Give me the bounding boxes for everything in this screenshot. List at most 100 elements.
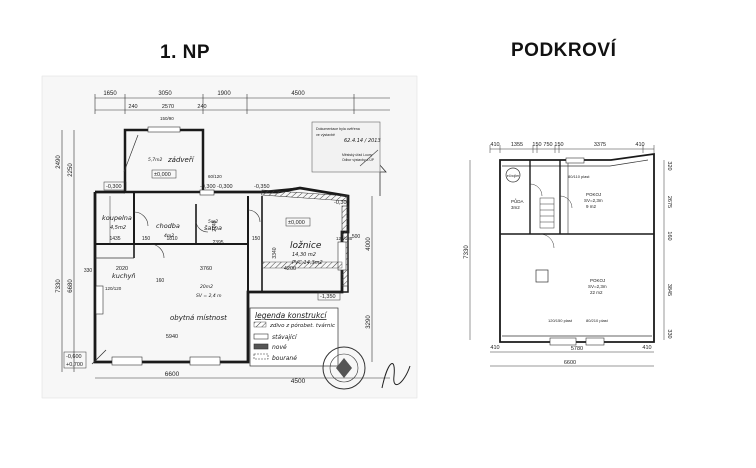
room-area: 14,30 m2 [292,252,316,258]
room-height: SV=2,3m [584,198,603,203]
level-mark: -0,350 [254,184,270,190]
dim-label: 4500 [291,378,306,385]
dim-label: 150 [532,142,541,148]
dim-label: 160 [666,231,672,240]
dim-label: 3375 [594,142,606,148]
dim-label: 3290 [366,315,372,329]
dim-label: 5780 [571,346,583,352]
dim-label: 410 [490,142,499,148]
dim-label: 150 [142,236,151,242]
room-name: kuchyň [112,272,136,280]
level-mark: -1,350 [320,294,336,300]
dim-label: 1810 [166,236,177,242]
dim-label: 150 [252,236,261,242]
window-label: 80/210 plast [586,318,609,323]
level-mark: -0,300 [334,200,350,206]
dim-label: 4200 [284,266,296,272]
dim-label: 2145 [212,220,218,231]
first-floor-plan: 1650 3050 1900 4500 240 2570 240 2490 22… [41,75,418,399]
room-name: obytná místnost [170,314,227,322]
floor-note: PVC 14,3m2 [292,260,323,266]
dim-label: 2675 [666,196,672,208]
construction-legend: legenda konstrukcí zdivo z pórobet. tvár… [249,307,339,367]
dim-label: 1900 [217,91,231,97]
window-label: 120/120 [105,286,122,291]
dim-label: 410 [635,142,644,148]
dim-label: 1355 [511,142,523,148]
dim-label: 2020 [116,266,128,272]
room-height: SV = 2,4 m [196,293,222,299]
dim-label: 160 [156,278,165,284]
room-name: šatna [204,224,222,232]
window-label: 120/180 [336,236,353,241]
room-height: SV=2,3m [588,284,607,289]
room-area: 4m2 [164,233,174,239]
dim-label: 1435 [109,236,120,242]
room-area: 22 m2 [590,290,603,295]
dim-label: 2395 [212,240,223,246]
level-mark: -0,300 [106,184,122,190]
legend-item: stávající [272,334,298,341]
dim-label: 320 [666,161,672,170]
level-mark: +0,700 [66,362,83,368]
level-mark: -0,600 [66,354,82,360]
room-name: zádveří [167,156,195,164]
dim-label: 330 [84,268,93,274]
level-mark: -0,300 [217,184,233,190]
level-mark: ±0,000 [288,220,305,226]
dim-label: 6680 [68,279,74,293]
dim-label: 240 [128,104,137,110]
legend-item: nové [272,344,287,351]
first-floor-title: 1. NP [160,42,211,63]
signature [381,363,411,389]
dim-label: 750 [543,142,552,148]
dim-label: 4500 [291,91,305,97]
dim-label: 3845 [666,284,672,296]
room-name: ložnice [290,241,322,251]
window-label: 60/120 [208,174,222,179]
room-area: 4,5m2 [110,225,126,231]
attic-plan: 410 1355 150 750 150 3375 410 7330 320 2… [464,142,672,367]
dim-label: 1650 [103,91,117,97]
stamp-line: ve výstavbě [316,133,335,137]
stamp-line: Dokumentace byla ověřena [316,127,360,131]
room-area: 5m2 [208,219,218,225]
room-name: POKOJ [586,192,601,197]
room-name: koupelna [102,214,132,222]
dim-label: 410 [490,345,499,351]
dim-label: 3050 [158,91,172,97]
boiler-label: el.bojler [507,174,520,178]
dim-label: 500 [352,234,361,240]
window-label: 80/110 plast [568,174,590,179]
window-label: 150/90 [160,116,174,121]
legend-item: bourané [272,355,297,362]
room-area: 3m2 [511,205,520,210]
dim-label: 150 [554,142,563,148]
dim-label: 7330 [464,245,470,259]
dim-label: 6600 [564,360,576,366]
legend-title: legenda konstrukcí [255,311,327,320]
dim-label: 2570 [162,104,174,110]
room-name: POKOJ [590,278,605,283]
dim-label: 2490 [56,155,62,169]
dim-label: 6600 [165,371,180,378]
level-mark: ±0,000 [154,172,171,178]
room-area: 9 m2 [586,204,597,209]
dim-label: 3340 [272,247,278,258]
dim-label: 3760 [200,266,212,272]
room-name: PŮDA [511,198,524,204]
legend-item: zdivo z pórobet. tvárnic [269,322,335,329]
dim-label: 410 [642,345,651,351]
room-area: 20m2 [200,284,213,290]
official-seal [322,346,366,390]
attic-title: PODKROVÍ [511,40,617,61]
stamp-line: Městský úřad Louny [342,153,373,157]
dim-label: 5940 [166,334,178,340]
window-label: 120/150 plast [548,318,573,323]
stamp-line: Odbor výstavby a ÚP [342,157,375,162]
dim-label: 4000 [366,237,372,251]
approval-stamp: Dokumentace byla ověřena ve výstavbě 62.… [311,121,381,173]
dim-label: 7330 [56,279,62,293]
stamp-number: 62.4.14 / 2013 [344,138,381,144]
